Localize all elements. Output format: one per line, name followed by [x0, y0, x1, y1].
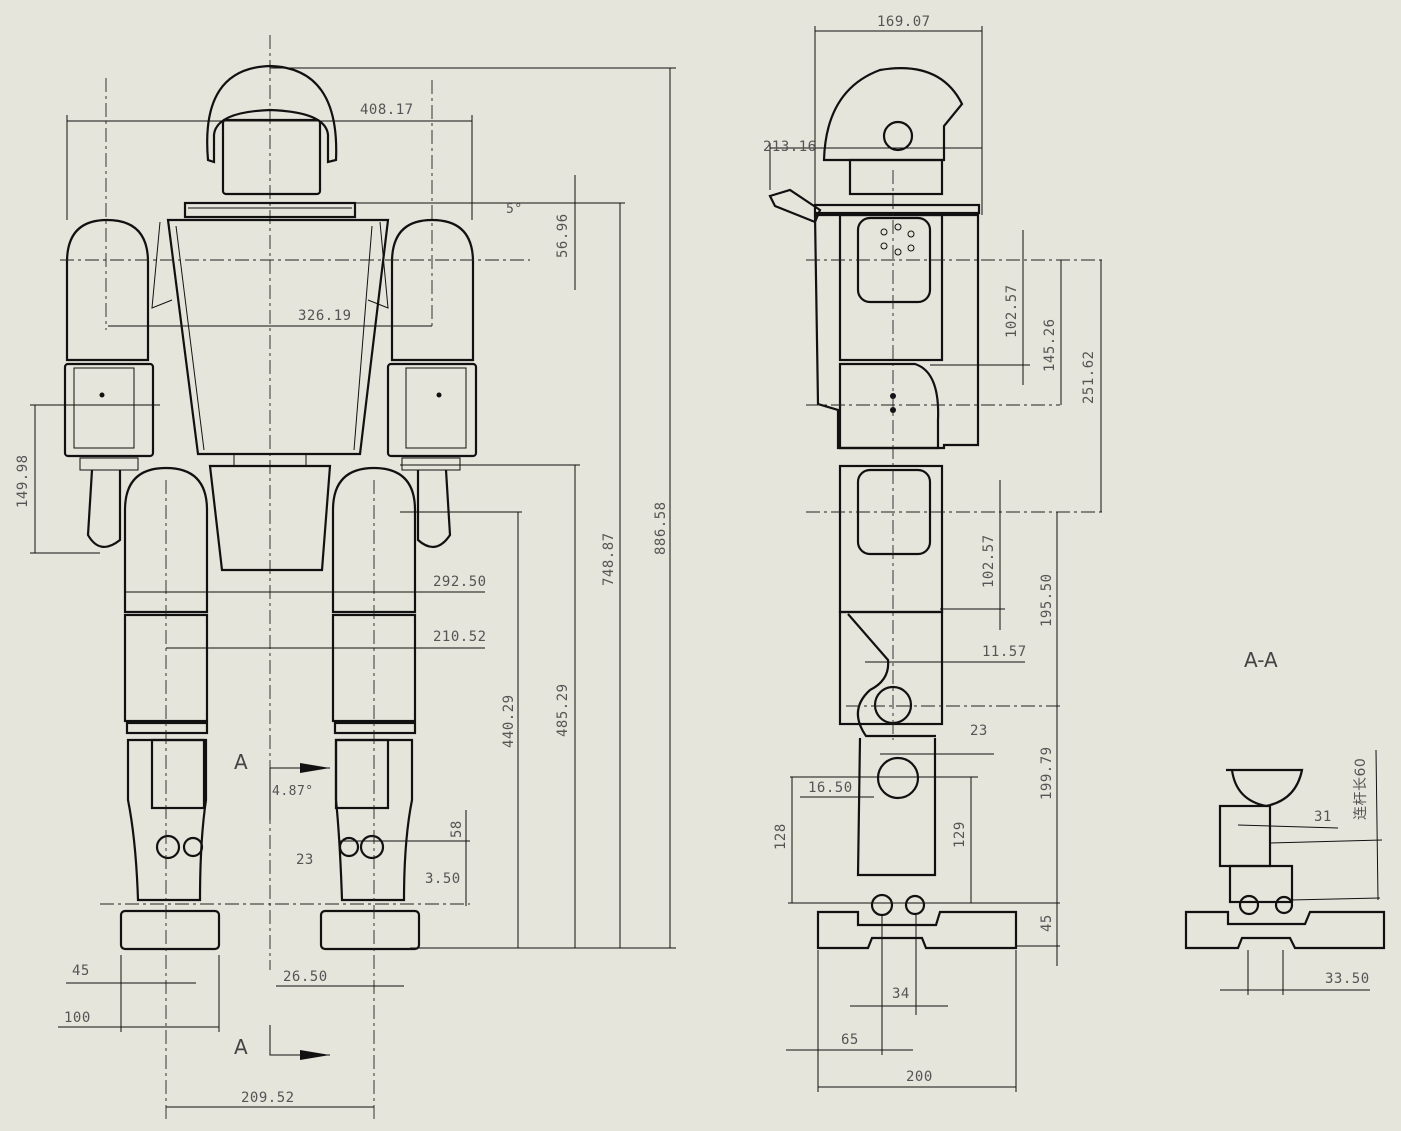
dim-section-ankle-offset: 33.50 [1325, 971, 1370, 987]
dim-thigh: 102.57 [981, 534, 997, 588]
dim-arm-lower: 149.98 [15, 454, 31, 508]
dim-ankle-spacing: 34 [892, 986, 910, 1002]
dim-foot-offset: 26.50 [283, 969, 328, 985]
dim-foot-height: 45 [1039, 914, 1055, 932]
dim-foot-inner: 45 [72, 963, 90, 979]
dim-foot-width: 100 [64, 1010, 91, 1026]
dim-heel-offset: 65 [841, 1032, 859, 1048]
dim-shoulder-angle: 5° [506, 202, 523, 217]
dim-ankle-height: 58 [449, 820, 465, 838]
dim-foot-spacing: 209.52 [241, 1090, 295, 1106]
section-view [1184, 749, 1386, 995]
dim-height-shoulder: 748.87 [601, 532, 617, 586]
dim-hip-width: 292.50 [433, 574, 487, 590]
dim-link-height-a: 128 [773, 823, 789, 850]
dim-knee-width: 210.52 [433, 629, 487, 645]
dim-shoulder-elbow: 145.26 [1042, 318, 1058, 372]
side-view [768, 26, 1105, 1092]
dim-knee-ankle: 199.79 [1039, 746, 1055, 800]
dim-arm-total: 251.62 [1081, 350, 1097, 404]
dim-link-offset: 16.50 [808, 780, 853, 796]
dim-thigh-offset: 11.57 [982, 644, 1027, 660]
dim-shoulder-width: 326.19 [298, 308, 352, 324]
dim-foot-length: 200 [906, 1069, 933, 1085]
section-title: A-A [1244, 648, 1278, 672]
dim-total-height: 886.58 [653, 501, 669, 555]
dim-overall-width: 408.17 [360, 102, 414, 118]
section-mark-bottom: A [234, 1035, 248, 1059]
front-view [30, 35, 676, 1120]
dim-ankle-link: 23 [296, 852, 314, 868]
rod-length-note: 连杆长60 [1353, 757, 1369, 820]
dim-ankle-angle: 4.87° [272, 784, 314, 799]
dim-head-depth: 169.07 [877, 14, 931, 30]
dim-head-reach: 213.16 [763, 139, 817, 155]
section-mark-top: A [234, 750, 248, 774]
dim-hip-knee: 195.50 [1039, 573, 1055, 627]
dim-link-width: 31 [1314, 809, 1332, 825]
dim-link-height-b: 129 [952, 821, 968, 848]
dim-shin-link: 23 [970, 723, 988, 739]
dim-height-hip: 440.29 [501, 694, 517, 748]
dim-ankle-offset: 3.50 [425, 871, 461, 887]
dim-upper-arm: 102.57 [1004, 284, 1020, 338]
dim-height-crotch: 485.29 [555, 683, 571, 737]
dim-shoulder-offset: 56.96 [555, 213, 571, 258]
